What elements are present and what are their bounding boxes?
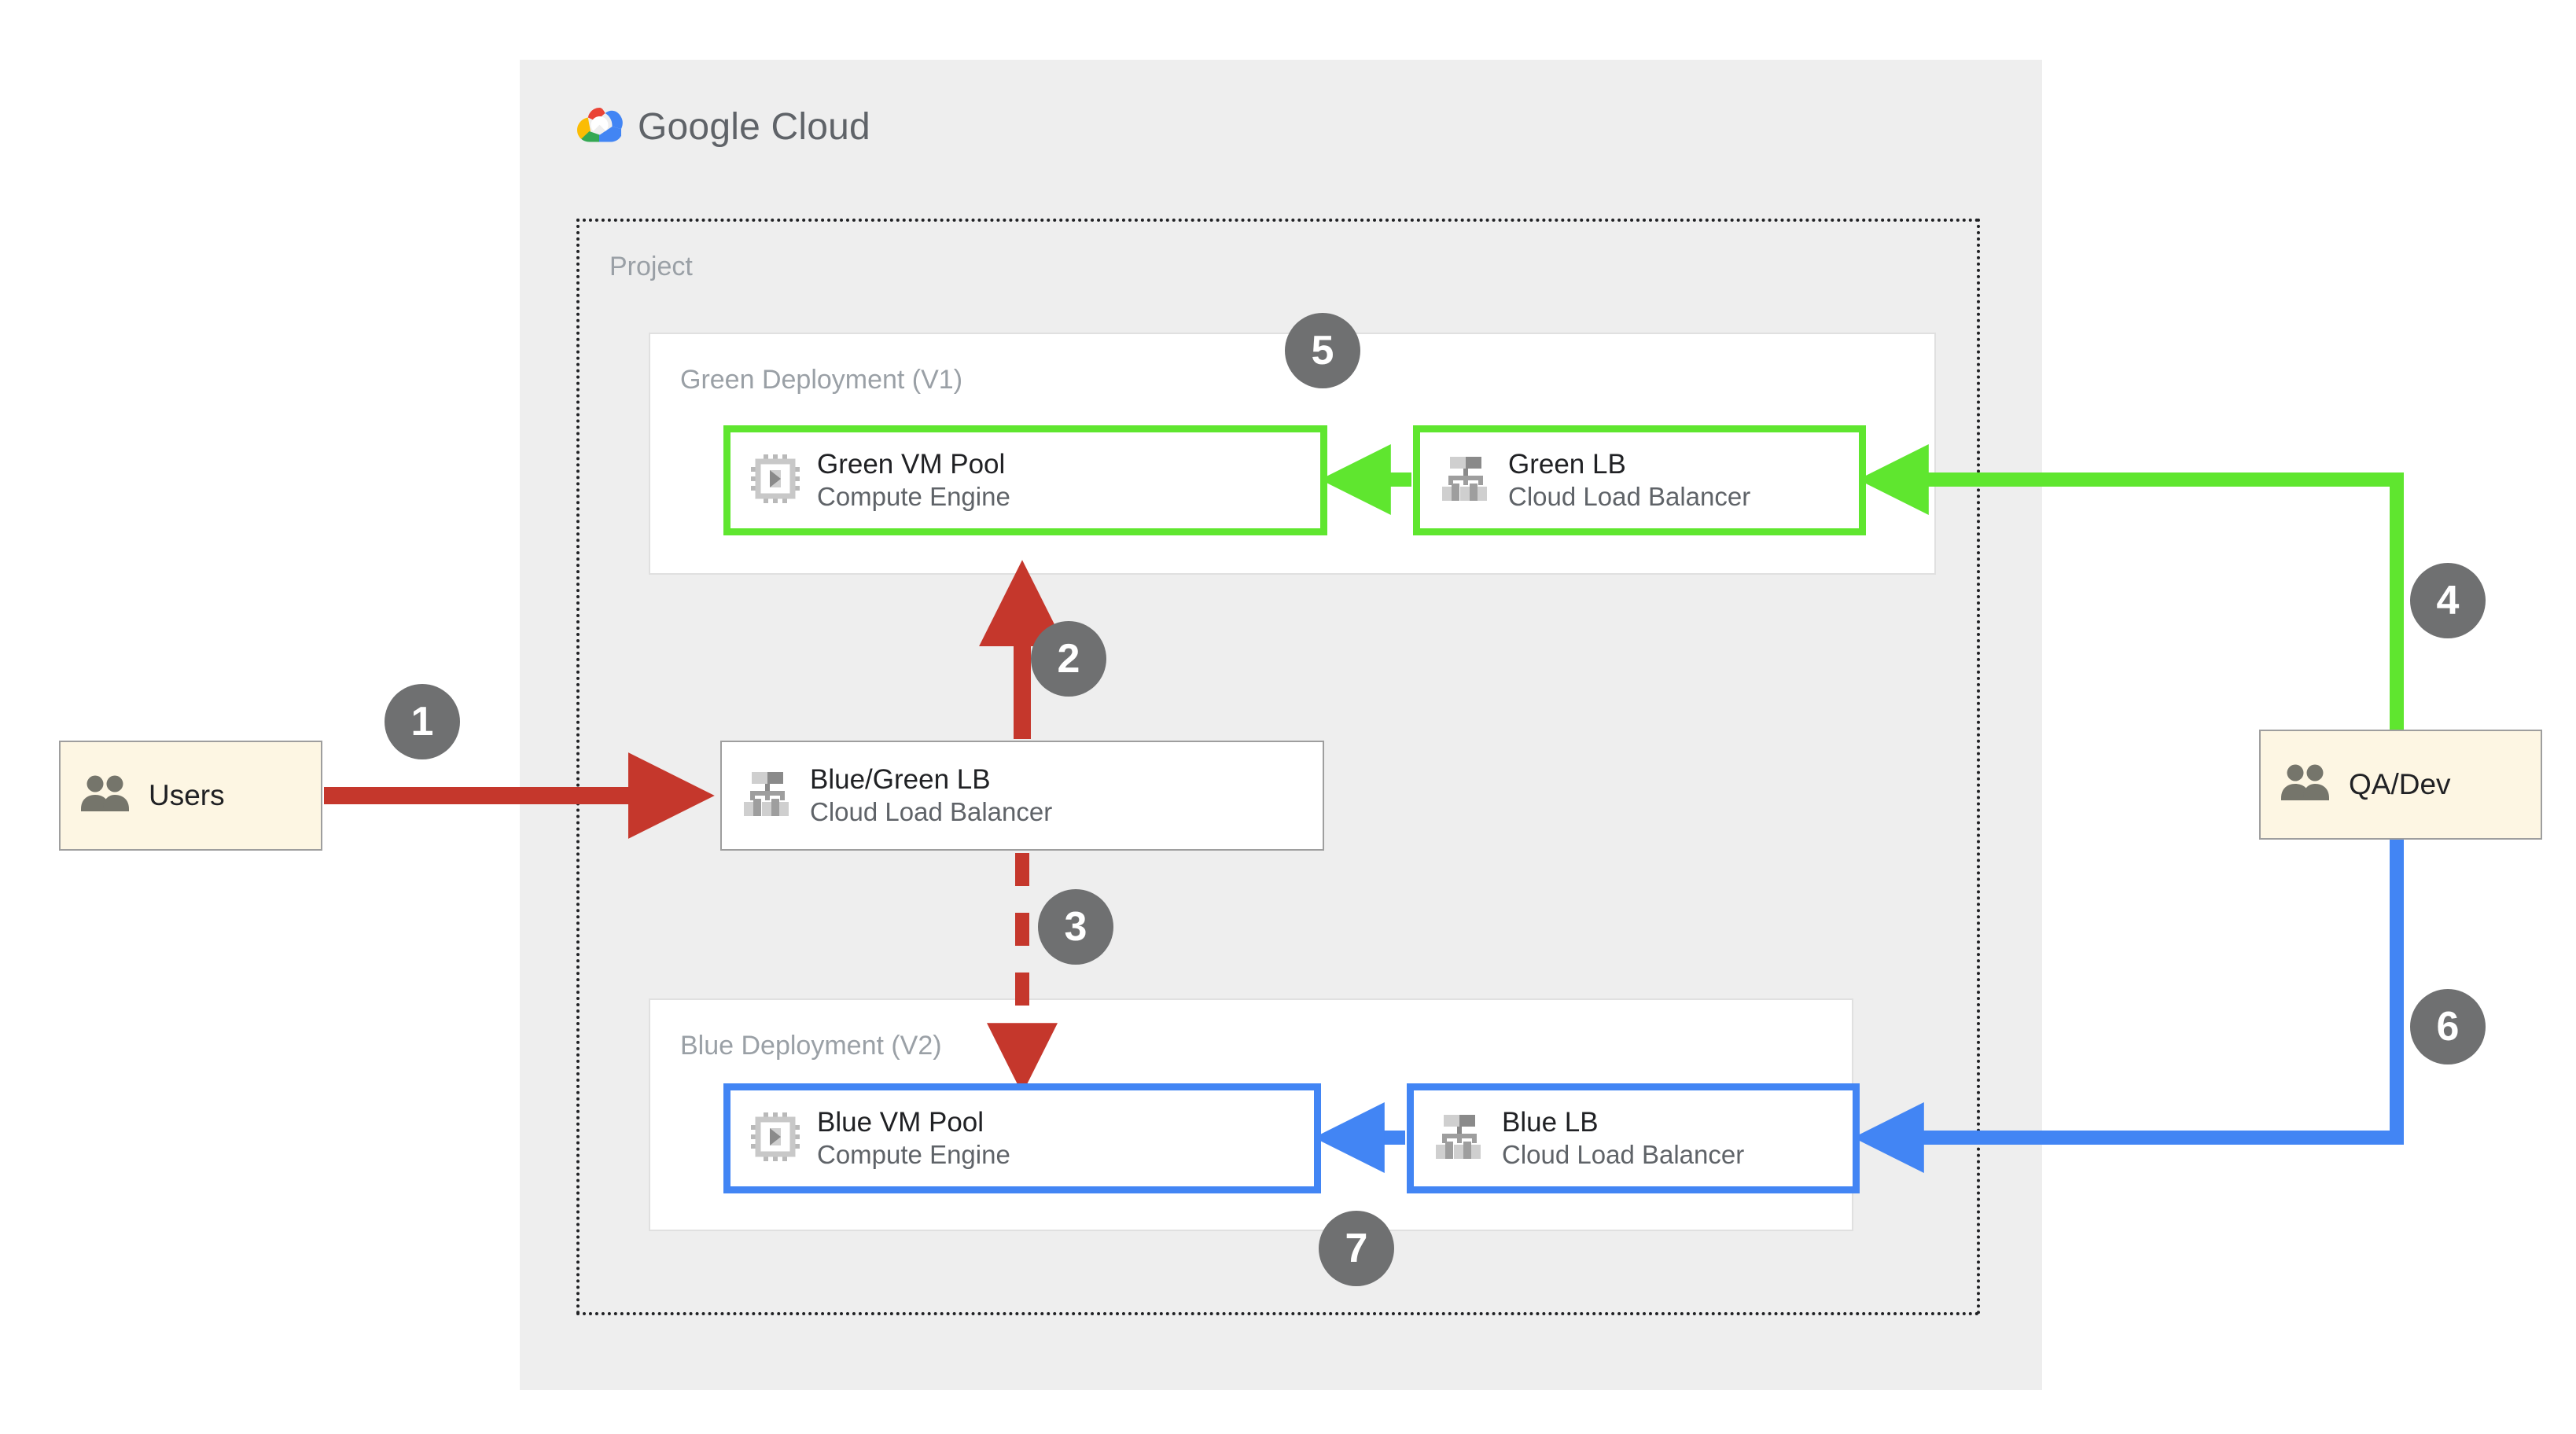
node-subtitle: Compute Engine xyxy=(817,482,1010,512)
node-users[interactable]: Users xyxy=(59,741,322,851)
node-title: QA/Dev xyxy=(2349,768,2451,801)
google-cloud-brand: Google Cloud xyxy=(575,105,870,149)
blue-deployment-label: Blue Deployment (V2) xyxy=(680,1031,942,1061)
node-title: Blue/Green LB xyxy=(810,763,991,795)
load-balancer-icon xyxy=(1434,1113,1485,1164)
users-icon xyxy=(79,774,131,818)
google-cloud-logo-icon xyxy=(575,105,624,149)
node-qa-dev[interactable]: QA/Dev xyxy=(2259,730,2542,840)
node-blue-lb[interactable]: Blue LB Cloud Load Balancer xyxy=(1407,1083,1860,1193)
step-badge-4: 4 xyxy=(2410,563,2486,638)
node-title: Blue VM Pool xyxy=(817,1106,984,1138)
node-green-vm-pool[interactable]: Green VM Pool Compute Engine xyxy=(723,425,1327,535)
node-subtitle: Cloud Load Balancer xyxy=(1508,482,1751,512)
cpu-chip-icon xyxy=(751,454,800,507)
step-badge-7: 7 xyxy=(1319,1211,1394,1286)
node-subtitle: Cloud Load Balancer xyxy=(810,797,1053,827)
step-badge-5: 5 xyxy=(1285,313,1360,388)
node-subtitle: Compute Engine xyxy=(817,1140,1010,1170)
project-label: Project xyxy=(609,252,693,281)
project-boundary xyxy=(576,219,1980,1315)
node-blue-vm-pool[interactable]: Blue VM Pool Compute Engine xyxy=(723,1083,1321,1193)
cpu-chip-icon xyxy=(751,1112,800,1165)
step-badge-6: 6 xyxy=(2410,989,2486,1064)
node-title: Green LB xyxy=(1508,448,1626,480)
green-deployment-label: Green Deployment (V1) xyxy=(680,365,963,395)
load-balancer-icon xyxy=(742,770,793,822)
node-green-lb[interactable]: Green LB Cloud Load Balancer xyxy=(1413,425,1866,535)
load-balancer-icon xyxy=(1441,455,1491,506)
step-badge-2: 2 xyxy=(1031,621,1106,697)
node-bluegreen-lb[interactable]: Blue/Green LB Cloud Load Balancer xyxy=(720,741,1324,851)
node-title: Users xyxy=(149,779,225,812)
users-icon xyxy=(2280,763,2331,807)
node-title: Blue LB xyxy=(1502,1106,1599,1138)
step-badge-3: 3 xyxy=(1038,889,1113,965)
step-badge-1: 1 xyxy=(385,684,460,759)
node-title: Green VM Pool xyxy=(817,448,1006,480)
google-cloud-wordmark: Google Cloud xyxy=(638,106,870,148)
node-subtitle: Cloud Load Balancer xyxy=(1502,1140,1745,1170)
